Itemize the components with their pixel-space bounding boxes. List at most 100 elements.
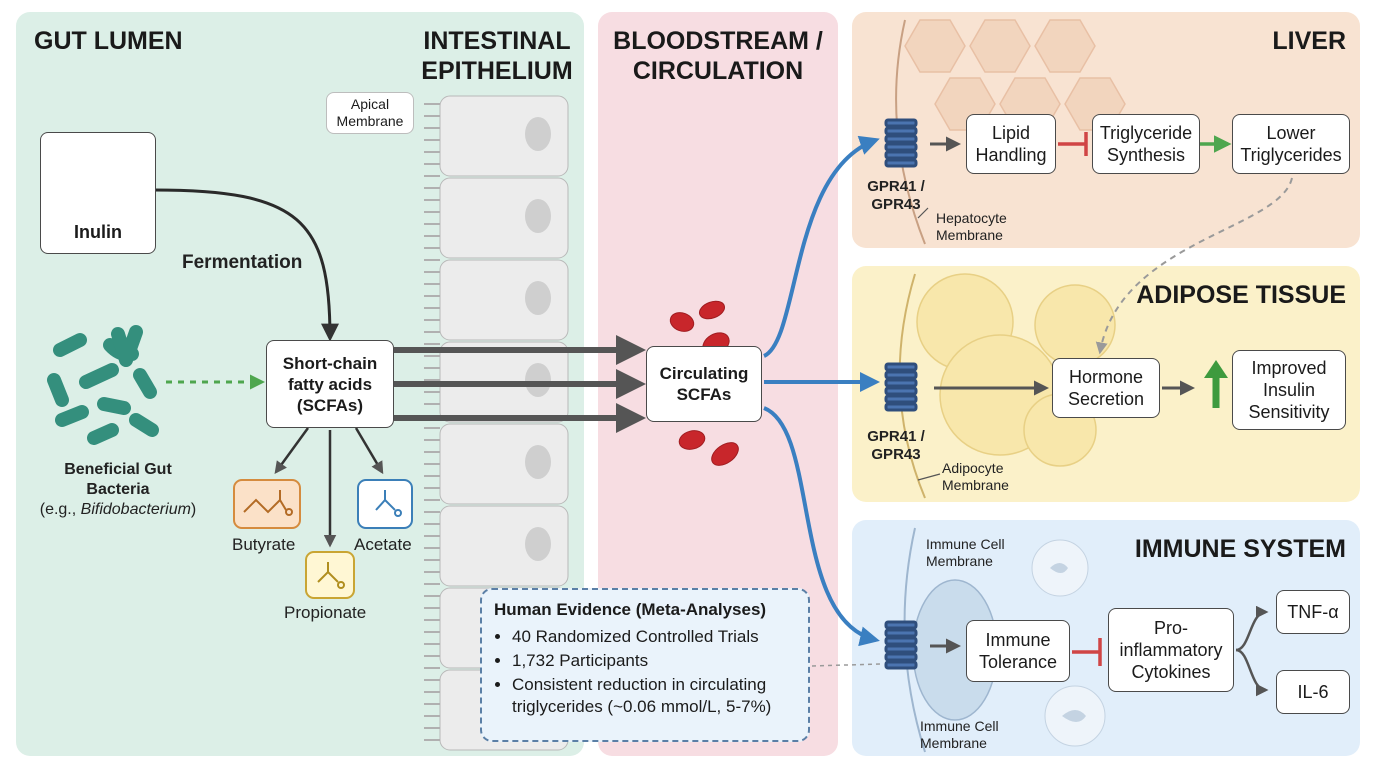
cyto-line3: Cytokines bbox=[1131, 662, 1211, 682]
liver-title: LIVER bbox=[1272, 27, 1346, 55]
bloodstream-title-line1: BLOODSTREAM / bbox=[613, 27, 823, 55]
lower-line1: Lower bbox=[1266, 123, 1316, 143]
microvilli bbox=[424, 103, 440, 741]
liver-receptor-line1: GPR41 / bbox=[867, 178, 925, 195]
to-immune-arrow bbox=[763, 406, 880, 647]
tnf-alpha-node: TNF-α bbox=[1276, 590, 1350, 634]
epithelium-title: INTESTINAL EPITHELIUM bbox=[414, 26, 580, 86]
cyto-line2: inflammatory bbox=[1119, 640, 1223, 660]
lipid-line1: Lipid bbox=[991, 123, 1031, 143]
adipocyte-line1: Adipocyte bbox=[942, 460, 1004, 476]
bacteria-example-line: (e.g., Bifidobacterium) bbox=[18, 500, 218, 520]
to-tnf-arrow bbox=[1235, 605, 1269, 652]
tnf-label: TNF-α bbox=[1287, 602, 1339, 622]
receptor-icon-adipose bbox=[884, 362, 918, 412]
bacteria-suffix: ) bbox=[190, 501, 197, 518]
receptor-icon-immune bbox=[884, 620, 918, 670]
immune-top-line1: Immune Cell bbox=[926, 536, 1005, 552]
hormone-line1: Hormone bbox=[1068, 367, 1143, 387]
acetate-label: Acetate bbox=[354, 535, 412, 554]
evidence-item: 1,732 Participants bbox=[512, 650, 796, 672]
bacteria-label: Beneficial Gut Bacteria (e.g., Bifidobac… bbox=[18, 460, 218, 520]
gut-lumen-title: GUT LUMEN bbox=[34, 27, 183, 55]
bacteria-example: Bifidobacterium bbox=[80, 501, 191, 518]
liver-inhibit-arrow bbox=[1058, 132, 1088, 156]
tg-line2: Synthesis bbox=[1106, 145, 1186, 165]
bacteria-line1: Beneficial Gut bbox=[64, 461, 172, 478]
adipocyte-callout bbox=[917, 473, 941, 481]
cyto-line1: Pro- bbox=[1153, 618, 1188, 638]
scfa-line2: fatty acids bbox=[287, 374, 373, 394]
to-liver-arrow bbox=[762, 135, 880, 358]
to-butyrate-arrow bbox=[274, 427, 310, 475]
fermentation-label: Fermentation bbox=[182, 252, 303, 273]
adipose-receptor-label: GPR41 / GPR43 bbox=[856, 428, 936, 464]
immune-top-line2: Membrane bbox=[926, 553, 993, 569]
liver-to-hormone-arrow bbox=[1095, 177, 1293, 355]
improved-line1: Improved bbox=[1251, 358, 1327, 378]
hepatocyte-callout bbox=[917, 207, 929, 219]
circ-line1: Circulating bbox=[659, 364, 749, 383]
apical-line1: Apical bbox=[350, 96, 390, 112]
bacteria-line2: Bacteria bbox=[86, 481, 150, 498]
bloodstream-title-line2: CIRCULATION bbox=[632, 57, 804, 85]
immune-title: IMMUNE SYSTEM bbox=[1134, 535, 1346, 563]
inulin-label: Inulin bbox=[74, 222, 122, 242]
proinflammatory-cytokines-node: Pro- inflammatory Cytokines bbox=[1108, 608, 1234, 692]
immune-membrane-top-label: Immune Cell Membrane bbox=[926, 536, 1005, 570]
acetate-icon bbox=[357, 479, 413, 529]
inulin-node: Inulin bbox=[40, 132, 156, 254]
improved-insulin-sensitivity-node: Improved Insulin Sensitivity bbox=[1232, 350, 1346, 430]
adipocyte-cells bbox=[916, 273, 1116, 467]
epithelium-cells bbox=[439, 95, 569, 751]
immune-membrane-bottom-label: Immune Cell Membrane bbox=[920, 718, 999, 752]
hepatocyte-line1: Hepatocyte bbox=[936, 210, 1007, 226]
bloodstream-title: BLOODSTREAM / CIRCULATION bbox=[600, 26, 836, 86]
lipid-line2: Handling bbox=[975, 145, 1047, 165]
propionate-label: Propionate bbox=[284, 603, 367, 622]
epithelium-title-line2: EPITHELIUM bbox=[421, 57, 573, 85]
scfa-line1: Short-chain bbox=[282, 353, 378, 373]
hormone-line2: Secretion bbox=[1067, 389, 1145, 409]
apical-line2: Membrane bbox=[336, 113, 404, 129]
scfa-node: Short-chain fatty acids (SCFAs) bbox=[266, 340, 394, 428]
adipocyte-line2: Membrane bbox=[942, 477, 1009, 493]
bacteria-icon bbox=[47, 325, 159, 445]
evidence-connector bbox=[811, 663, 881, 667]
improved-line2: Insulin bbox=[1262, 380, 1316, 400]
evidence-list: 40 Randomized Controlled Trials 1,732 Pa… bbox=[494, 626, 796, 718]
tolerance-line2: Tolerance bbox=[978, 652, 1058, 672]
liver-receptor-line2: GPR43 bbox=[871, 196, 921, 213]
improved-line3: Sensitivity bbox=[1248, 402, 1330, 422]
circ-line2: SCFAs bbox=[676, 385, 732, 404]
bacteria-prefix: (e.g., bbox=[39, 501, 81, 518]
adipose-title: ADIPOSE TISSUE bbox=[1136, 281, 1346, 309]
hepatocyte-membrane-label: Hepatocyte Membrane bbox=[936, 210, 1007, 244]
evidence-box: Human Evidence (Meta-Analyses) 40 Random… bbox=[480, 588, 810, 742]
adipose-receptor-line1: GPR41 / bbox=[867, 428, 925, 445]
receptor-icon-liver bbox=[884, 118, 918, 168]
adipocyte-membrane-label: Adipocyte Membrane bbox=[942, 460, 1009, 494]
tolerance-line1: Immune bbox=[985, 630, 1051, 650]
evidence-item: 40 Randomized Controlled Trials bbox=[512, 626, 796, 648]
tg-line1: Triglyceride bbox=[1099, 123, 1193, 143]
adipose-receptor-line2: GPR43 bbox=[871, 446, 921, 463]
fermentation-arrow bbox=[153, 188, 339, 342]
immune-inhibit-arrow bbox=[1072, 638, 1102, 666]
evidence-item: Consistent reduction in circulating trig… bbox=[512, 674, 796, 718]
butyrate-label: Butyrate bbox=[232, 535, 296, 554]
immune-bottom-line2: Membrane bbox=[920, 735, 987, 751]
il6-label: IL-6 bbox=[1297, 682, 1329, 702]
epithelium-title-line1: INTESTINAL bbox=[423, 27, 571, 55]
butyrate-icon bbox=[233, 479, 301, 529]
to-acetate-arrow bbox=[354, 427, 384, 475]
liver-receptor-label: GPR41 / GPR43 bbox=[856, 178, 936, 214]
lower-line2: Triglycerides bbox=[1240, 145, 1342, 165]
